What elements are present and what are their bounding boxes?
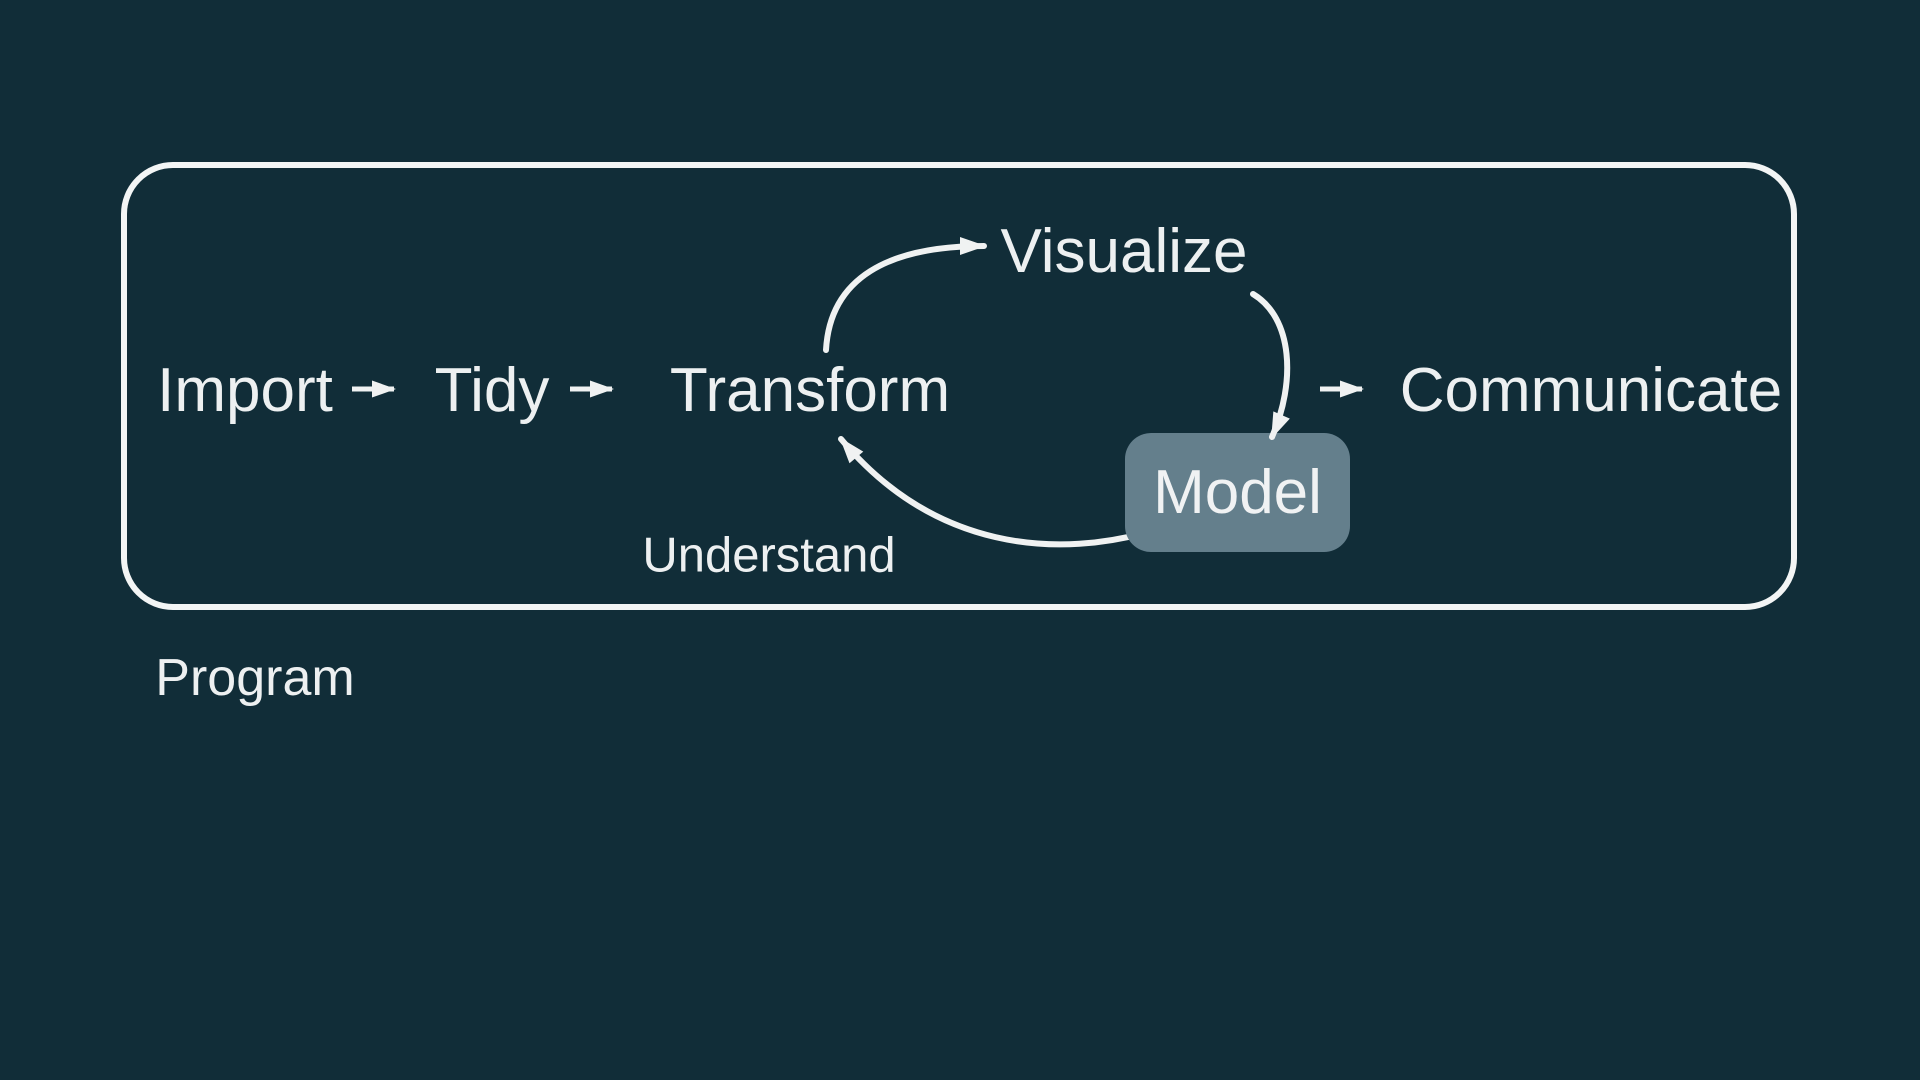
node-tidy: Tidy (434, 356, 550, 425)
program-boundary-box (121, 162, 1797, 610)
cycle-label-understand: Understand (642, 528, 896, 583)
node-model-box: Model (1125, 433, 1350, 552)
node-transform: Transform (669, 356, 951, 425)
node-model-label: Model (1153, 457, 1322, 527)
node-import: Import (157, 356, 333, 425)
node-visualize: Visualize (1000, 217, 1248, 286)
program-label: Program (155, 649, 355, 707)
node-communicate: Communicate (1399, 356, 1783, 425)
